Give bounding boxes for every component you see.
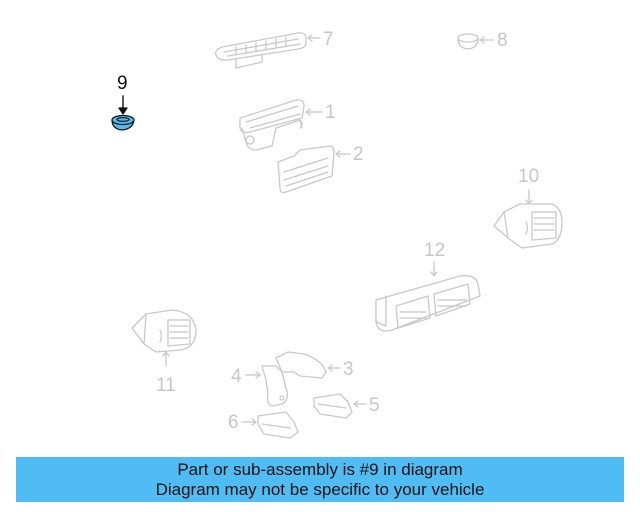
callout-12[interactable]: 12 [424, 240, 446, 261]
part-5-duct-small[interactable] [313, 393, 367, 419]
part-11-side-vent-left[interactable] [131, 309, 197, 367]
part-2-vent-grille[interactable] [277, 145, 351, 194]
callout-2[interactable]: 2 [353, 144, 364, 165]
part-9-cap-highlighted[interactable] [111, 95, 135, 131]
part-1-vent-assembly[interactable] [239, 99, 323, 151]
part-8-cap[interactable] [457, 33, 495, 50]
banner-disclaimer-line: Diagram may not be specific to your vehi… [155, 480, 485, 499]
callout-1[interactable]: 1 [325, 102, 336, 123]
part-12-center-vent[interactable] [375, 261, 481, 332]
banner-part-line: Part or sub-assembly is #9 in diagram [177, 460, 463, 479]
part-6-duct-small-left[interactable] [241, 411, 299, 439]
callout-7[interactable]: 7 [323, 29, 334, 50]
part-7-defroster-grille[interactable] [214, 32, 321, 69]
diagram-notice-banner: Part or sub-assembly is #9 in diagram Di… [16, 457, 624, 502]
callout-8[interactable]: 8 [497, 30, 508, 51]
part-10-side-vent-right[interactable] [493, 189, 563, 249]
part-4-duct-bracket[interactable] [245, 365, 288, 407]
callout-9[interactable]: 9 [117, 73, 128, 94]
callout-3[interactable]: 3 [343, 359, 354, 380]
callout-10[interactable]: 10 [518, 166, 540, 187]
callout-6[interactable]: 6 [228, 412, 239, 433]
callout-5[interactable]: 5 [369, 395, 380, 416]
part-3-duct[interactable] [275, 351, 341, 379]
callout-4[interactable]: 4 [231, 366, 242, 387]
callout-11[interactable]: 11 [156, 375, 176, 396]
